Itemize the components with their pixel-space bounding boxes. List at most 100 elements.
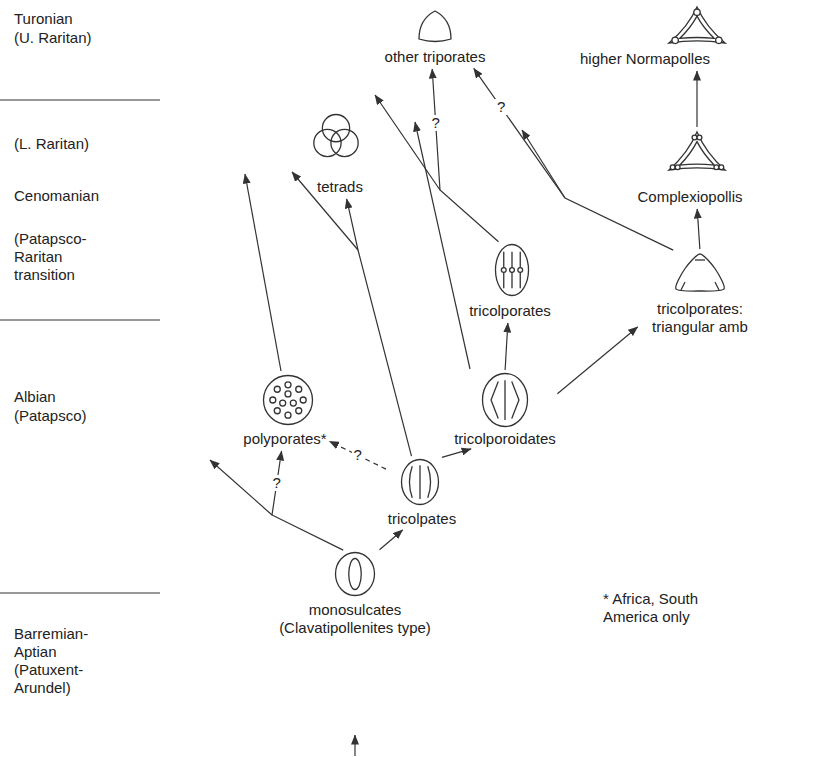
pollen-outline: [504, 380, 505, 420]
pollen-outline: [669, 7, 725, 43]
pollen-icon: [419, 11, 451, 42]
stratigraphic-label: Cenomanian: [14, 187, 99, 205]
node-label: tricolporoidates: [454, 430, 556, 448]
branch-arrow: [415, 122, 470, 369]
stratigraphic-label: (U. Raritan): [14, 29, 92, 47]
evolution-arrow: [380, 530, 403, 550]
pollen-outline: [715, 282, 719, 290]
pollen-type: tetrads: [311, 113, 363, 196]
node-label: monosulcates (Clavatipollenites type): [260, 601, 450, 637]
stratigraphic-label: Barremian- Aptian (Patuxent- Arundel): [14, 625, 92, 697]
stratigraphic-label: (L. Raritan): [14, 135, 89, 153]
pollen-outline: [510, 268, 515, 273]
pollen-grain: [334, 551, 376, 597]
node-label: polyporates*: [243, 430, 326, 448]
pollen-outline: [680, 142, 715, 166]
pollen-outline: [322, 115, 349, 142]
pollen-outline: [694, 9, 700, 15]
evolution-arrow: [272, 451, 343, 550]
pollen-outline: [280, 400, 286, 406]
pollen-outline: [428, 466, 431, 498]
node-label: tricolporates: triangular amb: [640, 300, 760, 336]
pollen-type: tricolporates: [469, 243, 551, 320]
evolution-arrow: [474, 68, 673, 250]
pollen-outline: [695, 259, 705, 260]
stratigraphic-label: (Patapsco): [14, 407, 87, 425]
pollen-icon: [669, 132, 725, 170]
pollen-grain: [666, 129, 728, 175]
pollen-outline: [296, 408, 302, 414]
pollen-outline: [714, 165, 719, 170]
evolution-arrow: [505, 323, 508, 370]
ancestry-arrow: [354, 735, 355, 756]
pollen-type: other triporates: [385, 9, 486, 66]
pollen-outline: [680, 16, 715, 38]
pollen-type: Complexiopollis: [637, 129, 742, 206]
pollen-outline: [263, 376, 312, 425]
pollen-grain: [311, 113, 361, 163]
branch-arrow: [375, 95, 440, 190]
pollen-outline: [409, 466, 412, 498]
pollen-outline: [285, 391, 291, 397]
node-label: other triporates: [385, 48, 486, 66]
pollen-icon: [402, 460, 439, 505]
pollen-outline: [491, 381, 498, 418]
pollen-type: tricolpates: [388, 458, 456, 528]
pollen-outline: [501, 268, 506, 273]
pollen-icon: [676, 254, 725, 291]
pollen-icon: [495, 245, 528, 296]
footnote: * Africa, South America only: [603, 590, 728, 626]
pollen-type: tricolporoidates: [454, 372, 556, 448]
period-divider: [0, 99, 160, 100]
uncertainty-mark: ?: [352, 447, 364, 463]
pollen-type: higher Normapolles: [580, 4, 728, 68]
pollen-outline: [296, 386, 302, 392]
pollen-grain: [400, 458, 440, 506]
pollen-type: monosulcates (Clavatipollenites type): [260, 551, 450, 637]
pollen-outline: [270, 397, 276, 403]
evolution-arrow: [432, 69, 498, 242]
stratigraphic-label: Turonian: [14, 10, 73, 28]
pollen-outline: [495, 245, 528, 296]
pollen-outline: [716, 37, 722, 43]
node-label: tricolporates: [469, 302, 551, 320]
pollen-outline: [719, 165, 724, 170]
branch-arrow: [210, 460, 272, 515]
pollen-outline: [285, 382, 291, 388]
node-label: tetrads: [317, 178, 363, 196]
evolution-arrow: [329, 441, 386, 469]
node-label: Complexiopollis: [637, 188, 742, 206]
pollen-grain: [481, 372, 529, 428]
pollen-icon: [314, 115, 358, 157]
pollen-outline: [676, 254, 725, 291]
evolution-arrow: [557, 327, 637, 394]
uncertainty-mark: ?: [271, 475, 283, 491]
pollen-grain: [262, 374, 314, 426]
evolution-arrow: [697, 209, 700, 249]
pollen-outline: [483, 374, 528, 427]
pollen-outline: [300, 397, 306, 403]
pollen-outline: [512, 381, 519, 418]
pollen-outline: [672, 37, 678, 43]
pollen-icon: [483, 374, 528, 427]
pollen-outline: [697, 135, 702, 140]
stratigraphic-label: Albian: [14, 388, 56, 406]
pollen-outline: [681, 282, 685, 290]
pollen-outline: [314, 129, 341, 156]
uncertainty-mark: ?: [430, 115, 442, 131]
pollen-outline: [336, 553, 375, 596]
stratigraphic-label: (Patapsco- Raritan transition: [14, 230, 91, 284]
evolution-arrow: [442, 449, 471, 458]
pollen-outline: [670, 165, 675, 170]
pollen-grain: [417, 9, 453, 43]
pollen-outline: [419, 465, 420, 499]
evolution-arrow: [696, 71, 697, 127]
pollen-outline: [349, 559, 361, 590]
node-label: higher Normapolles: [580, 50, 710, 68]
pollen-outline: [675, 165, 680, 170]
pollen-outline: [419, 11, 451, 42]
